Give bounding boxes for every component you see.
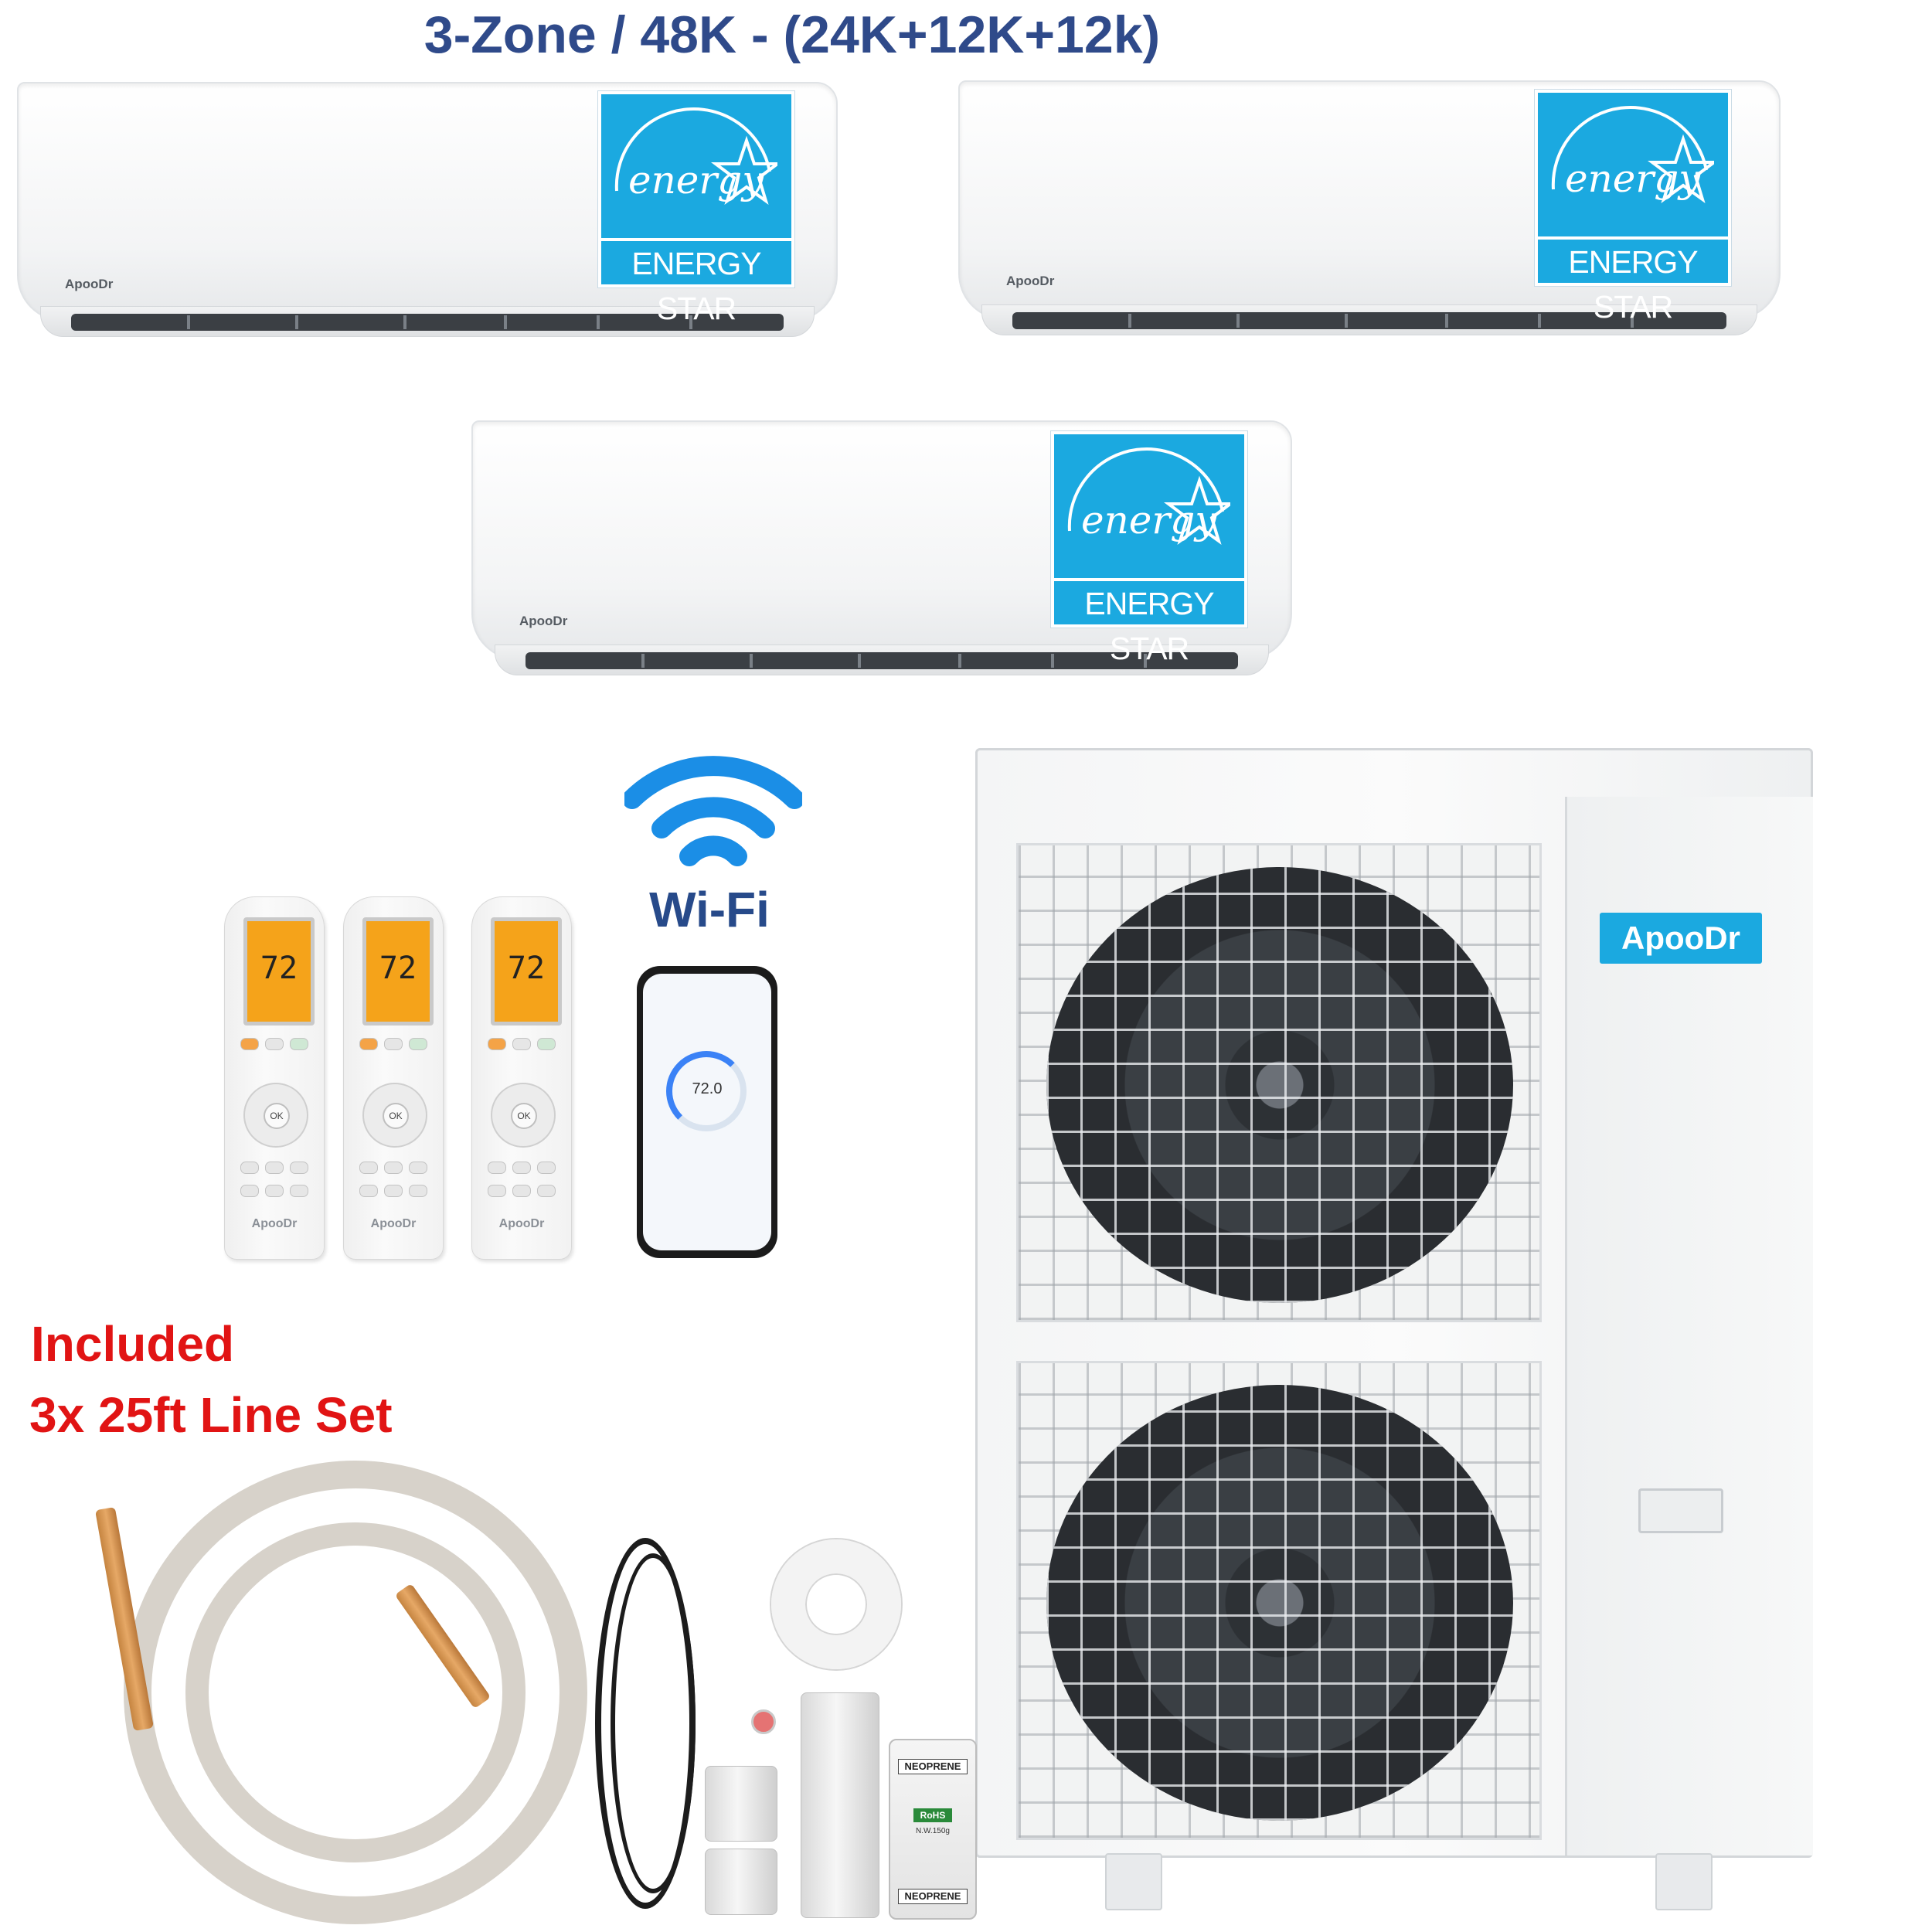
line-set-label: 3x 25ft Line Set <box>29 1387 393 1443</box>
service-handle <box>1638 1488 1723 1533</box>
remote-temp-display: 72 <box>507 951 546 986</box>
remote-control-2: 72 OK ApooDr <box>343 896 444 1260</box>
indoor-brand-label: ApooDr <box>519 614 568 628</box>
included-label: Included <box>31 1316 235 1372</box>
remote-control-1: 72 OK ApooDr <box>224 896 325 1260</box>
svg-text:energy: energy <box>1565 156 1701 201</box>
indoor-brand-label: ApooDr <box>65 277 114 291</box>
energy-star-logo: energy ENERGY STAR <box>1051 431 1247 666</box>
remote-temp-display: 72 <box>260 951 298 986</box>
product-title: 3-Zone / 48K - (24K+12K+12k) <box>423 5 1161 64</box>
fan-icon <box>488 1162 506 1174</box>
remote-brand-label: ApooDr <box>251 1217 298 1230</box>
fan-grille-bottom <box>1016 1361 1542 1840</box>
indoor-brand-label: ApooDr <box>1006 274 1055 288</box>
tape-roll <box>705 1766 777 1842</box>
remote-control-3: 72 OK ApooDr <box>471 896 572 1260</box>
remote-temp-display: 72 <box>379 951 417 986</box>
indoor-unit-1: ApooDr energy ENERGY STAR <box>17 82 838 368</box>
energy-star-logo: energy ENERGY STAR <box>1535 90 1731 325</box>
energy-star-label: ENERGY STAR <box>1538 236 1728 325</box>
outdoor-condenser-unit: ApooDr <box>975 748 1813 1858</box>
wifi-label: Wi-Fi <box>649 882 770 937</box>
bag-label-bottom: NEOPRENE <box>898 1889 968 1904</box>
ok-button-icon: OK <box>264 1103 290 1129</box>
tape-roll <box>705 1849 777 1915</box>
smartphone-app: 72.0 <box>637 966 777 1258</box>
bag-weight: N.W.150g <box>916 1827 950 1835</box>
fan-icon <box>359 1162 378 1174</box>
energy-star-logo: energy ENERGY STAR <box>598 91 794 326</box>
power-icon <box>240 1038 259 1050</box>
power-icon <box>488 1038 506 1050</box>
energy-star-label: ENERGY STAR <box>601 238 791 326</box>
wifi-icon <box>624 756 802 866</box>
fan-grille-top <box>1016 843 1542 1322</box>
fan-icon <box>240 1162 259 1174</box>
energy-star-label: ENERGY STAR <box>1054 578 1244 666</box>
remote-brand-label: ApooDr <box>498 1217 545 1230</box>
indoor-unit-2: ApooDr energy ENERGY STAR <box>958 80 1781 366</box>
svg-text:energy: energy <box>1081 498 1217 543</box>
app-temp-display: 72.0 <box>692 1080 723 1097</box>
ok-button-icon: OK <box>511 1103 537 1129</box>
wall-sleeve-cap <box>771 1539 901 1669</box>
tape-roll-tall <box>801 1692 879 1918</box>
svg-text:energy: energy <box>628 158 764 202</box>
ok-button-icon: OK <box>383 1103 409 1129</box>
indoor-unit-3: ApooDr energy ENERGY STAR <box>471 420 1292 706</box>
power-icon <box>359 1038 378 1050</box>
rohs-mark: RoHS <box>913 1808 952 1822</box>
neoprene-putty-bag: NEOPRENE RoHS N.W.150g NEOPRENE <box>889 1739 977 1920</box>
outdoor-brand-logo: ApooDr <box>1600 913 1762 964</box>
bag-label-top: NEOPRENE <box>898 1759 968 1774</box>
remote-brand-label: ApooDr <box>370 1217 417 1230</box>
